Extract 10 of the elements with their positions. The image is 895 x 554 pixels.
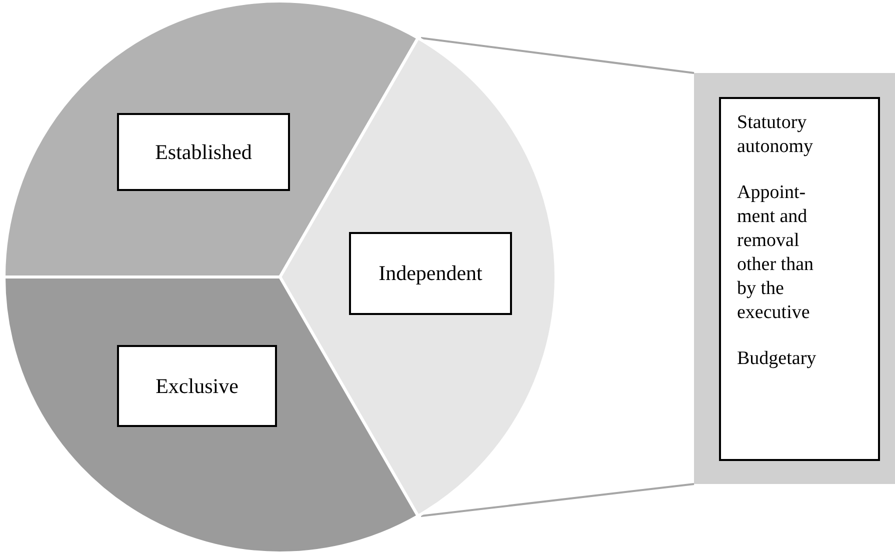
list-item: Appoint- ment and removal other than by the executive bbox=[737, 181, 815, 325]
list-item: Statutory autonomy bbox=[737, 111, 814, 159]
box-label: Independent bbox=[378, 260, 482, 287]
list-item: Budgetary bbox=[737, 347, 818, 371]
text-box bbox=[719, 97, 880, 461]
connector-line bbox=[420, 36, 694, 74]
box-label: Exclusive bbox=[156, 372, 238, 400]
panel bbox=[694, 73, 895, 484]
connector-line bbox=[420, 483, 694, 518]
box-label: Established bbox=[155, 138, 252, 166]
